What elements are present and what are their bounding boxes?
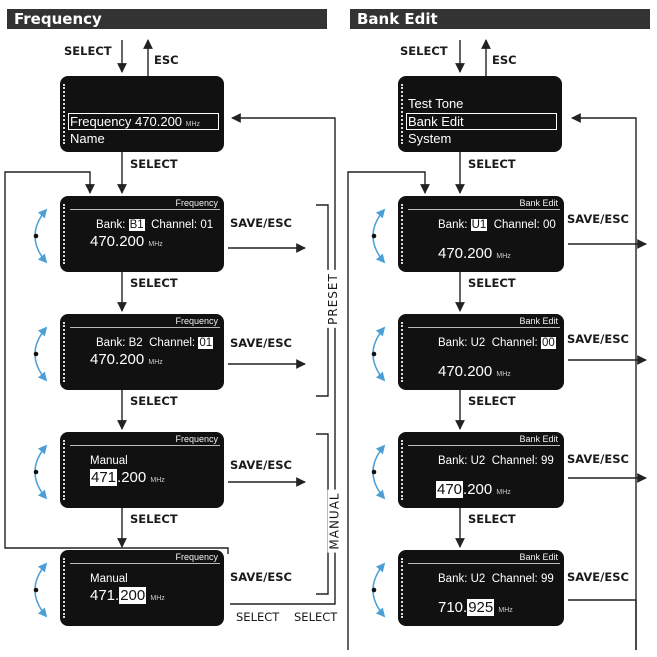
mode-label: Manual — [90, 455, 128, 467]
save-esc-label: SAVE/ESC — [230, 458, 292, 472]
frequency-value: 470.200 MHz — [438, 363, 511, 380]
panel-header-bank-edit: Bank Edit — [350, 9, 650, 29]
esc-label: ESC — [492, 53, 517, 67]
frequency-screen-preset-bank: Frequency Bank: B1 Channel: 01 470.200 M… — [60, 196, 224, 272]
frequency-screen-manual-khz: Frequency Manual 471.200 MHz — [60, 550, 224, 626]
bottom-select-label: SELECT — [294, 610, 338, 624]
frequency-value: 471.200 MHz — [90, 469, 165, 486]
menu-item-name: Name — [70, 131, 105, 146]
save-esc-label: SAVE/ESC — [230, 570, 292, 584]
manual-group-label: MANUAL — [327, 489, 342, 553]
save-esc-label: SAVE/ESC — [567, 212, 629, 226]
save-esc-label: SAVE/ESC — [230, 336, 292, 350]
menu-item-bank-edit: Bank Edit — [408, 114, 464, 129]
select-label: SELECT — [468, 276, 516, 290]
frequency-value: 470.200 MHz — [90, 351, 163, 368]
screen-title: Bank Edit — [519, 552, 558, 562]
menu-item-frequency: Frequency 470.200 MHz — [70, 114, 201, 129]
save-esc-label: SAVE/ESC — [567, 332, 629, 346]
menu-selection-box — [406, 113, 557, 130]
bank-edit-screen-channel: Bank Edit Bank: U2 Channel: 00 470.200 M… — [398, 314, 564, 390]
select-label: SELECT — [468, 157, 516, 171]
select-label: SELECT — [468, 512, 516, 526]
screen-title: Frequency — [175, 552, 218, 562]
menu-screen-bank-edit: Test Tone Bank Edit System — [398, 76, 562, 152]
frequency-value: 471.200 MHz — [90, 587, 165, 604]
save-esc-label: SAVE/ESC — [567, 452, 629, 466]
select-label: SELECT — [130, 157, 178, 171]
frequency-value: 470.200 MHz — [436, 481, 511, 498]
bank-channel-line: Bank: U2 Channel: 99 — [438, 455, 554, 467]
menu-item-system: System — [408, 131, 452, 146]
select-label: SELECT — [64, 44, 112, 58]
esc-label: ESC — [154, 53, 179, 67]
bank-channel-line: Bank: B2 Channel: 01 — [96, 337, 214, 349]
screen-title: Bank Edit — [519, 198, 558, 208]
screen-title: Frequency — [175, 198, 218, 208]
screen-title: Frequency — [175, 316, 218, 326]
select-label: SELECT — [400, 44, 448, 58]
save-esc-label: SAVE/ESC — [230, 216, 292, 230]
select-label: SELECT — [468, 394, 516, 408]
frequency-screen-manual-mhz: Frequency Manual 471.200 MHz — [60, 432, 224, 508]
menu-item-test-tone: Test Tone — [408, 96, 464, 111]
bank-channel-line: Bank: U2 Channel: 00 — [438, 337, 556, 349]
select-label: SELECT — [130, 512, 178, 526]
save-esc-label: SAVE/ESC — [567, 570, 629, 584]
bank-edit-screen-frequency-khz: Bank Edit Bank: U2 Channel: 99 710.925 M… — [398, 550, 564, 626]
frequency-value: 710.925 MHz — [438, 599, 513, 616]
bank-edit-screen-frequency-mhz: Bank Edit Bank: U2 Channel: 99 470.200 M… — [398, 432, 564, 508]
screen-title: Frequency — [175, 434, 218, 444]
menu-screen-frequency: Frequency 470.200 MHz Name — [60, 76, 224, 152]
mode-label: Manual — [90, 573, 128, 585]
bank-channel-line: Bank: U2 Channel: 99 — [438, 573, 554, 585]
bank-channel-line: Bank: U1 Channel: 00 — [438, 219, 556, 231]
select-label: SELECT — [130, 276, 178, 290]
bottom-select-label: SELECT — [236, 610, 280, 624]
bank-channel-line: Bank: B1 Channel: 01 — [96, 219, 214, 231]
screen-title: Bank Edit — [519, 434, 558, 444]
frequency-value: 470.200 MHz — [438, 245, 511, 262]
screen-title: Bank Edit — [519, 316, 558, 326]
select-label: SELECT — [130, 394, 178, 408]
frequency-value: 470.200 MHz — [90, 233, 163, 250]
menu-selection-box — [68, 113, 219, 130]
frequency-screen-preset-channel: Frequency Bank: B2 Channel: 01 470.200 M… — [60, 314, 224, 390]
panel-header-frequency: Frequency — [7, 9, 327, 29]
bank-edit-screen-bank: Bank Edit Bank: U1 Channel: 00 470.200 M… — [398, 196, 564, 272]
preset-group-label: PRESET — [325, 270, 340, 328]
rotary-knob-icons — [33, 208, 386, 618]
